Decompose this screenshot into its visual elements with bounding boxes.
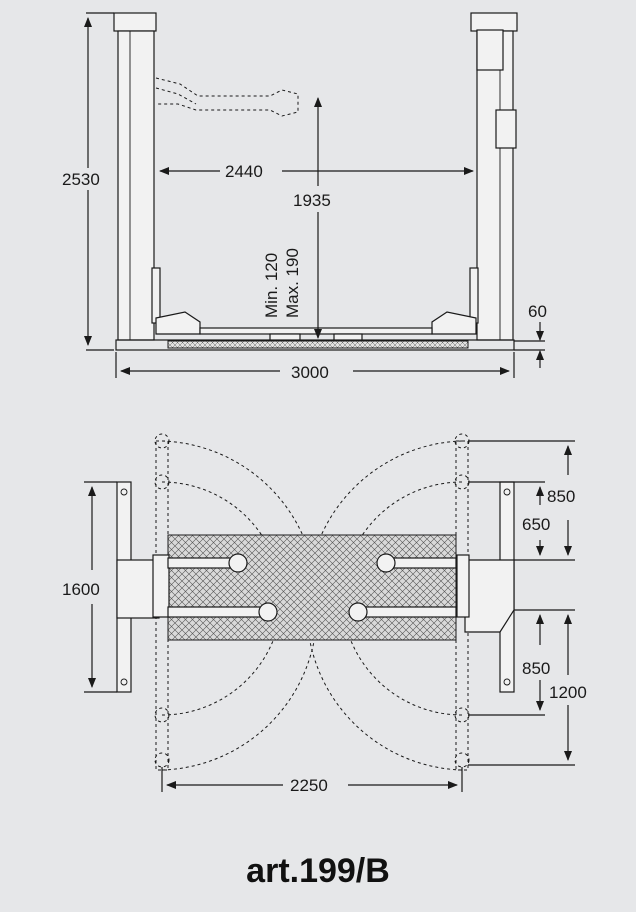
raised-arm — [155, 77, 299, 117]
dim-overall-width: 3000 — [291, 363, 329, 382]
left-column — [113, 12, 161, 341]
lowered-arms — [155, 311, 477, 343]
top-view: 1600 850 650 850 1200 2250 — [62, 433, 587, 795]
dim-width-between-columns: 2440 — [225, 162, 263, 181]
dim-min-pad-height: Min. 120 — [262, 253, 281, 318]
dim-height-total: 2530 — [62, 170, 100, 189]
dim-arm-reach-4: 1200 — [549, 683, 587, 702]
dim-column-depth: 1600 — [62, 580, 100, 599]
lift-arms — [167, 553, 457, 622]
dim-max-lift-height: 1935 — [293, 191, 331, 210]
right-column — [469, 12, 518, 341]
dim-base-height: 60 — [528, 302, 547, 321]
drawing-title: art.199/B — [246, 852, 390, 890]
base-plate — [115, 339, 515, 351]
dim-arm-reach-3: 850 — [522, 659, 550, 678]
front-view: 2530 2440 1935 Min. 120 Max. 190 60 3000 — [62, 12, 547, 382]
dim-arm-reach-1: 850 — [547, 487, 575, 506]
dim-arm-reach-2: 650 — [522, 515, 550, 534]
dim-inner-width: 2250 — [290, 776, 328, 795]
left-column-top — [116, 481, 170, 693]
base-plate-top — [167, 534, 457, 641]
right-column-top — [456, 481, 515, 693]
dim-max-pad-height: Max. 190 — [283, 248, 302, 318]
